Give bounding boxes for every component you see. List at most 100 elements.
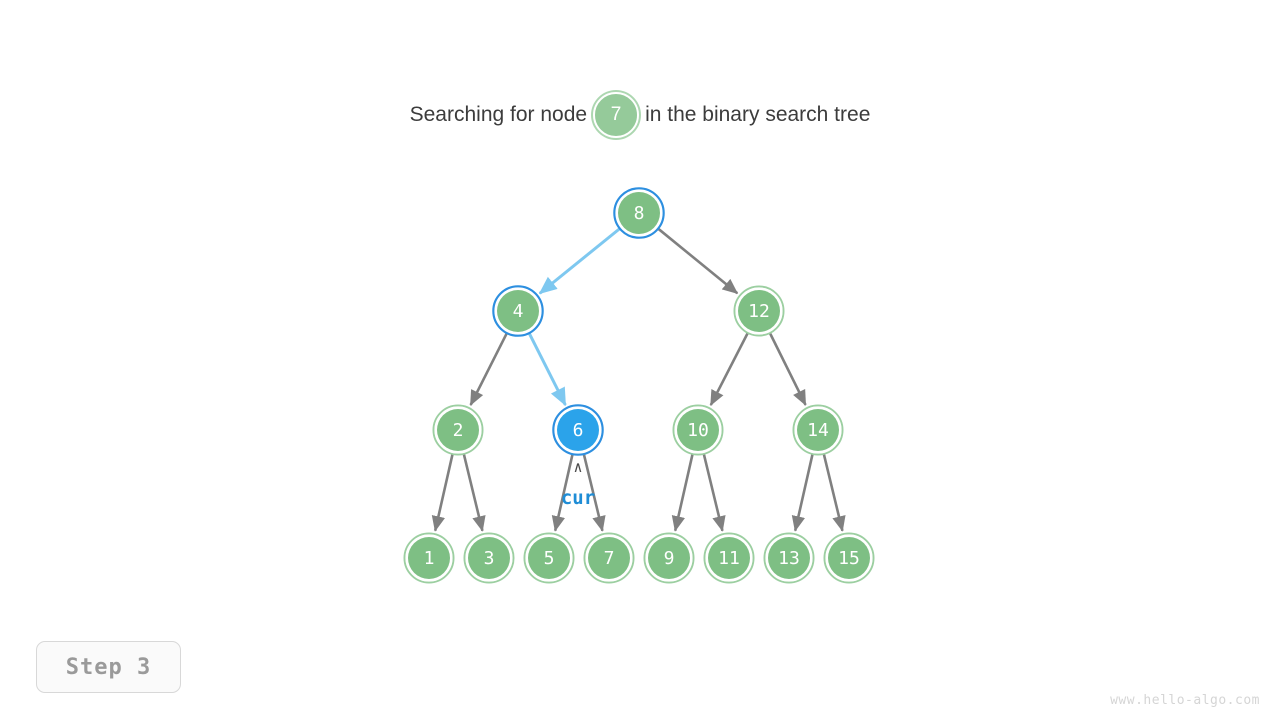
node-body	[408, 537, 450, 579]
node-ring-gap	[825, 534, 873, 582]
tree-edge	[791, 453, 814, 532]
node-label: 13	[778, 548, 800, 569]
node-ring	[552, 404, 604, 456]
node-body	[588, 537, 630, 579]
tree-node-15[interactable]: 15	[823, 532, 875, 584]
pointer-label-cur: cur	[561, 487, 595, 509]
tree-node-2[interactable]: 2	[432, 404, 484, 456]
tree-node-12[interactable]: 12	[733, 285, 785, 337]
tree-edge	[709, 331, 750, 407]
node-ring-gap	[735, 287, 783, 335]
node-ring	[432, 404, 484, 456]
node-label: 15	[838, 548, 860, 569]
tree-edge	[431, 453, 454, 532]
node-ring-gap	[405, 534, 453, 582]
node-body	[797, 409, 839, 451]
node-body	[708, 537, 750, 579]
title-suffix: in the binary search tree	[645, 103, 871, 126]
node-ring-gap	[525, 534, 573, 582]
node-ring	[463, 532, 515, 584]
tree-node-10[interactable]: 10	[672, 404, 724, 456]
node-ring-gap	[705, 534, 753, 582]
node-label: 10	[687, 420, 709, 441]
node-label: 9	[664, 548, 675, 569]
node-body	[738, 290, 780, 332]
tree-node-4[interactable]: 4	[492, 285, 544, 337]
tree-edge	[469, 331, 509, 406]
node-body	[618, 192, 660, 234]
page-title: Searching for node 7 in the binary searc…	[0, 92, 1280, 138]
watermark: www.hello-algo.com	[1110, 693, 1260, 708]
node-ring	[403, 532, 455, 584]
node-body	[828, 537, 870, 579]
tree-edge	[551, 453, 574, 532]
node-label: 12	[748, 301, 770, 322]
node-label: 8	[634, 203, 645, 224]
node-ring-gap	[674, 406, 722, 454]
node-label: 4	[513, 301, 524, 322]
tree-edge	[582, 453, 606, 532]
step-badge: Step 3	[36, 641, 181, 693]
title-target-node-badge: 7	[593, 92, 640, 138]
edge-layer	[431, 226, 846, 532]
tree-node-8[interactable]: 8	[613, 187, 665, 239]
pointer-layer: ∧ cur	[561, 458, 595, 509]
node-ring	[672, 404, 724, 456]
node-label: 14	[807, 420, 829, 441]
node-ring-gap	[615, 189, 663, 237]
node-ring-gap	[765, 534, 813, 582]
node-body	[557, 409, 599, 451]
tree-edge	[768, 331, 807, 406]
node-ring	[643, 532, 695, 584]
node-ring-gap	[645, 534, 693, 582]
node-label: 7	[604, 548, 615, 569]
node-ring	[492, 285, 544, 337]
node-body	[677, 409, 719, 451]
node-ring-gap	[794, 406, 842, 454]
node-ring	[763, 532, 815, 584]
node-label: 3	[484, 548, 495, 569]
tree-node-13[interactable]: 13	[763, 532, 815, 584]
node-ring	[613, 187, 665, 239]
node-label: 2	[453, 420, 464, 441]
tree-edge	[527, 331, 567, 407]
node-ring	[703, 532, 755, 584]
pointer-caret-icon: ∧	[573, 458, 582, 476]
node-ring-gap	[434, 406, 482, 454]
node-label: 6	[573, 420, 584, 441]
node-ring	[823, 532, 875, 584]
node-ring-gap	[585, 534, 633, 582]
tree-edge	[538, 226, 622, 295]
node-ring-gap	[494, 287, 542, 335]
node-body	[768, 537, 810, 579]
node-ring-gap	[554, 406, 602, 454]
node-body	[497, 290, 539, 332]
tree-node-14[interactable]: 14	[792, 404, 844, 456]
node-ring	[792, 404, 844, 456]
node-ring	[523, 532, 575, 584]
tree-edge	[656, 227, 739, 295]
node-label: 11	[718, 548, 740, 569]
tree-node-11[interactable]: 11	[703, 532, 755, 584]
tree-edge	[822, 453, 846, 532]
node-ring-gap	[465, 534, 513, 582]
node-label: 1	[424, 548, 435, 569]
node-body	[437, 409, 479, 451]
node-ring	[733, 285, 785, 337]
tree-edge	[462, 453, 486, 532]
tree-node-6[interactable]: 6	[552, 404, 604, 456]
tree-edge	[671, 453, 694, 532]
node-body	[648, 537, 690, 579]
tree-node-7[interactable]: 7	[583, 532, 635, 584]
node-ring	[583, 532, 635, 584]
tree-edge	[702, 453, 726, 532]
title-prefix: Searching for node	[409, 103, 588, 126]
node-body	[468, 537, 510, 579]
node-label: 5	[544, 548, 555, 569]
node-body	[528, 537, 570, 579]
tree-node-3[interactable]: 3	[463, 532, 515, 584]
tree-node-1[interactable]: 1	[403, 532, 455, 584]
tree-node-5[interactable]: 5	[523, 532, 575, 584]
tree-node-9[interactable]: 9	[643, 532, 695, 584]
